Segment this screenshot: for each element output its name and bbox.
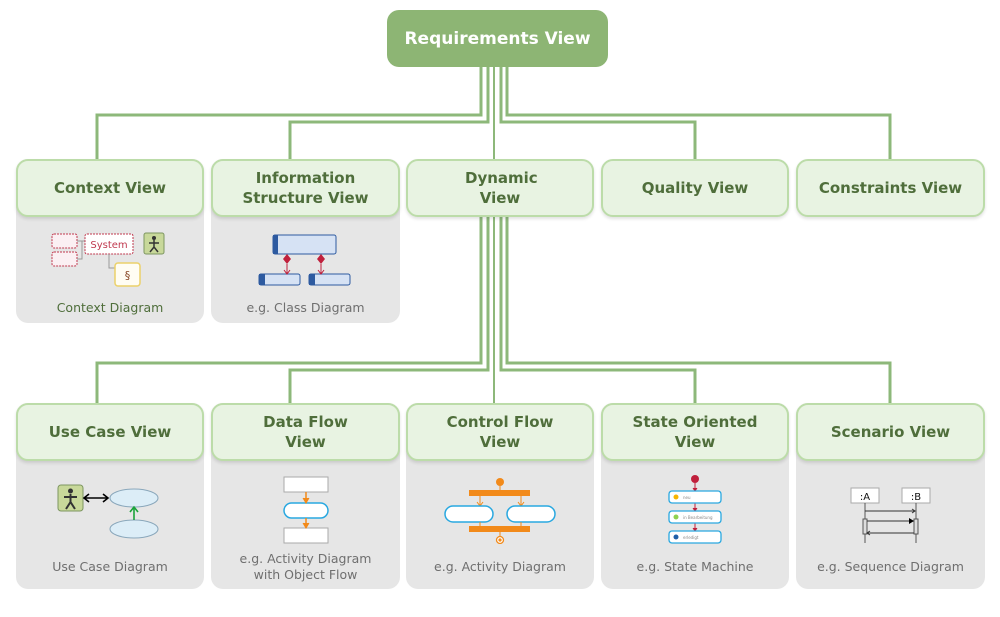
use-case-view-caption: Use Case Diagram	[52, 559, 168, 574]
constraints-view-panel: Constraints View	[796, 159, 985, 217]
scenario-view-panel: Scenario View :A :B e.g. Sequence Diagra…	[796, 403, 985, 589]
connector-state	[499, 217, 697, 403]
state-oriented-view-panel: State Oriented View neu in Bearbeitung e…	[601, 403, 789, 589]
state-machine-icon: neu in Bearbeitung erledigt	[601, 475, 789, 547]
svg-text::A: :A	[859, 492, 869, 503]
control-flow-view-header: Control Flow View	[406, 403, 594, 461]
scenario-view-caption: e.g. Sequence Diagram	[817, 559, 964, 574]
use-case-view-panel: Use Case View Use Case Diagram	[16, 403, 204, 589]
connector-scenario	[505, 217, 892, 403]
svg-text::B: :B	[910, 492, 920, 503]
svg-text:in Bearbeitung: in Bearbeitung	[683, 515, 713, 520]
information-structure-view-panel: Information Structure View e.g. Class Di…	[211, 159, 400, 323]
requirements-view-node: Requirements View	[387, 10, 608, 67]
control-flow-view-caption: e.g. Activity Diagram	[434, 559, 566, 574]
svg-text:neu: neu	[683, 495, 691, 500]
state-oriented-view-caption: e.g. State Machine	[636, 559, 754, 574]
quality-view-panel: Quality View	[601, 159, 789, 217]
context-view-panel: Context View System § Context Diagram	[16, 159, 204, 323]
svg-text:erledigt: erledigt	[683, 535, 699, 540]
data-flow-view-caption: e.g. Activity Diagram with Object Flow	[239, 551, 372, 582]
quality-view-header: Quality View	[601, 159, 789, 217]
context-diagram-icon: System §	[16, 232, 204, 288]
context-view-header: Context View	[16, 159, 204, 217]
information-structure-view-header: Information Structure View	[211, 159, 400, 217]
control-flow-view-panel: Control Flow View e.g. Activity Diagram	[406, 403, 594, 589]
connector-information	[288, 67, 490, 159]
connector-constraints	[505, 67, 892, 159]
scenario-view-header: Scenario View	[796, 403, 985, 461]
connector-quality	[499, 67, 697, 159]
data-flow-view-panel: Data Flow View e.g. Activity Diagram wit…	[211, 403, 400, 589]
class-diagram-icon	[211, 234, 400, 288]
activity-diagram-icon	[406, 478, 594, 544]
connector-dataflow	[288, 217, 490, 403]
context-view-caption: Context Diagram	[56, 300, 164, 315]
use-case-view-header: Use Case View	[16, 403, 204, 461]
sequence-diagram-icon: :A :B	[796, 486, 985, 544]
object-flow-icon	[211, 476, 400, 544]
dynamic-view-header: Dynamic View	[406, 159, 594, 217]
connector-context	[95, 67, 483, 159]
state-oriented-view-header: State Oriented View	[601, 403, 789, 461]
data-flow-view-header: Data Flow View	[211, 403, 400, 461]
information-structure-view-caption: e.g. Class Diagram	[246, 300, 365, 315]
dynamic-view-panel: Dynamic View	[406, 159, 594, 217]
connector-usecase	[95, 217, 483, 403]
constraints-view-header: Constraints View	[796, 159, 985, 217]
svg-text:§: §	[125, 269, 131, 282]
use-case-diagram-icon	[16, 484, 204, 540]
svg-text:System: System	[90, 240, 127, 251]
